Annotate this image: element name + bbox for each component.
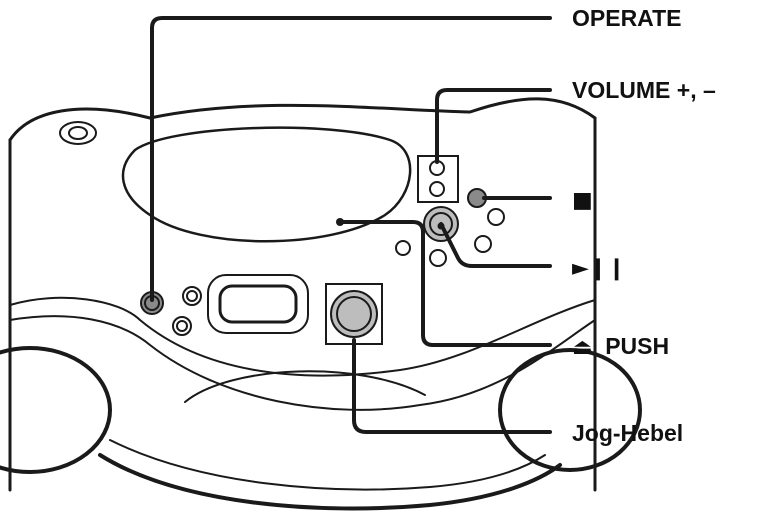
jog-label: Jog-Hebel (572, 420, 683, 446)
body-bottom-bar-inner (109, 439, 546, 491)
eject-label: ⏏ PUSH (572, 333, 669, 360)
jog-lever-inner (336, 296, 372, 332)
transport-button-3[interactable] (429, 249, 447, 267)
function-button-2-ring (176, 320, 188, 332)
leader-lines (150, 16, 552, 434)
left-speaker (0, 346, 112, 474)
transport-button-1[interactable] (487, 208, 505, 226)
volume-down-button[interactable] (429, 181, 445, 197)
eject-icon: ⏏ (572, 335, 593, 360)
volume-label: VOLUME +, – (572, 77, 716, 103)
jog-leader (352, 338, 552, 434)
right-speaker (498, 348, 642, 472)
play-pause-button-inner (429, 212, 453, 236)
transport-button-2[interactable] (474, 235, 492, 253)
function-button-2[interactable] (172, 316, 192, 336)
display-window (207, 274, 309, 334)
eject-leader-dot (336, 218, 344, 226)
eject-push-text: PUSH (605, 333, 669, 359)
play-pause-leader-dot (437, 222, 445, 230)
function-button-1-ring (186, 290, 198, 302)
operate-label: OPERATE (572, 5, 681, 31)
buttons (140, 155, 505, 345)
eject-leader (338, 220, 552, 347)
tuning-knob (59, 121, 97, 145)
body-center-arc (184, 370, 426, 403)
operate-leader (150, 16, 552, 302)
body-upper-curve (9, 296, 596, 377)
play-pause-label: ►❙❙ (572, 256, 626, 281)
tuning-knob-inner (68, 126, 88, 140)
body-lower-curve (9, 315, 596, 411)
function-button-1[interactable] (182, 286, 202, 306)
cd-lid (121, 126, 412, 243)
body-top-outline (8, 97, 597, 142)
play-pause-leader (439, 222, 552, 268)
device-body (0, 97, 642, 511)
stop-label: ■ (572, 188, 593, 213)
transport-button-4[interactable] (395, 240, 411, 256)
volume-leader (435, 88, 552, 164)
body-bottom-bar (98, 453, 562, 511)
